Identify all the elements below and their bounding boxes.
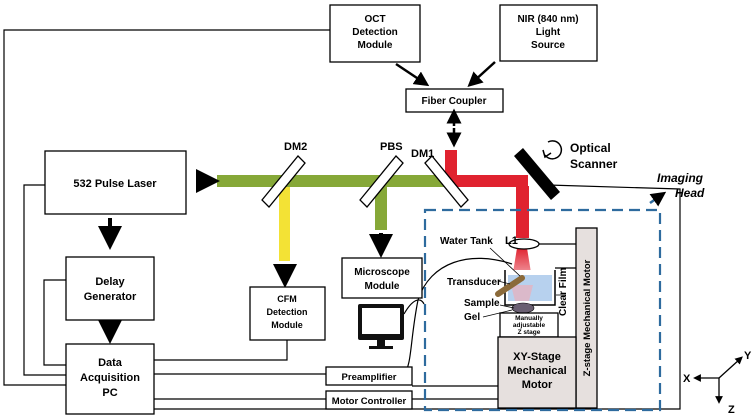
- microscope-label-1: Microscope: [354, 267, 410, 278]
- red-beam-down: [516, 186, 529, 238]
- scanner-rotation-arrowhead: [542, 149, 552, 159]
- daq-label-3: PC: [102, 387, 117, 399]
- lens-l1: [508, 238, 540, 250]
- beam-in-water: [511, 285, 533, 301]
- nir-label-3: Source: [531, 40, 565, 51]
- motor-controller-label: Motor Controller: [332, 396, 407, 407]
- manual-z-stage: [499, 312, 559, 338]
- cfm-label-3: Module: [271, 320, 303, 330]
- motor-controller: [325, 390, 413, 410]
- oct-label-1: OCT: [364, 14, 385, 25]
- oct-detection-module: [329, 4, 421, 63]
- dm1-label: DM1: [411, 148, 434, 160]
- oct-label-2: Detection: [352, 27, 398, 38]
- data-acquisition-pc: [65, 343, 155, 415]
- delay-generator: [65, 256, 155, 321]
- transducer-leader: [497, 280, 511, 285]
- daq-label-1: Data: [98, 357, 123, 369]
- xy-stage-motor: [497, 336, 577, 409]
- pbs-mirror: [359, 155, 404, 208]
- sample-label: Sample: [464, 298, 500, 309]
- green-beam-down: [375, 187, 387, 230]
- coordinate-axes: [693, 356, 743, 404]
- signal-wires: [3, 29, 681, 410]
- xy-label-2: Mechanical: [507, 365, 566, 377]
- dm2-mirror: [261, 155, 306, 208]
- pbs-label: PBS: [380, 141, 403, 153]
- z-motor-label: Z-stage Mechanical Motor: [582, 259, 593, 376]
- red-beam-horizontal: [452, 175, 528, 187]
- axis-z-label: Z: [728, 404, 735, 416]
- axis-y-label: Y: [744, 350, 752, 362]
- delay-label-1: Delay: [95, 276, 125, 288]
- wire-pc-to-imaging-head: [154, 184, 681, 410]
- wire-monitor-cable: [403, 299, 425, 315]
- manual-stage-label-2: adjustable: [513, 322, 546, 329]
- manual-stage-label-3: Z stage: [518, 329, 541, 336]
- wire-laser-to-pc: [23, 184, 66, 376]
- optical-scanner-label-2: Scanner: [570, 157, 618, 171]
- optical-scanner-mirror: [514, 148, 560, 200]
- fiber-coupler-label: Fiber Coupler: [421, 96, 486, 107]
- imaging-head-boundary: [423, 208, 662, 412]
- axis-x-label: X: [683, 373, 691, 385]
- yellow-beam: [279, 187, 290, 261]
- arrow-oct-to-coupler: [395, 62, 430, 87]
- sample: [511, 302, 535, 314]
- daq-label-2: Acquisition: [80, 372, 140, 384]
- preamplifier: [325, 366, 413, 386]
- l1-label: L1: [505, 235, 518, 247]
- clear-film-label: Clear Film: [558, 268, 569, 316]
- monitor-icon: [358, 304, 404, 349]
- pulse-laser: [44, 150, 187, 215]
- manual-stage-label-1: Manually: [515, 315, 543, 322]
- z-stage-motor: [575, 227, 598, 409]
- imaging-head-label-1: Imaging: [657, 171, 704, 185]
- wire-oct-to-pc: [3, 29, 330, 386]
- dm2-label: DM2: [284, 141, 307, 153]
- cfm-detection-module: [249, 286, 326, 341]
- transducer: [495, 275, 525, 297]
- oct-label-3: Module: [358, 40, 393, 51]
- water-tank-label: Water Tank: [440, 236, 493, 247]
- xy-label-1: XY-Stage: [513, 351, 561, 363]
- microscope-module: [341, 257, 423, 299]
- dm1-mirror: [424, 155, 469, 208]
- green-beam: [217, 175, 452, 187]
- cfm-label-1: CFM: [277, 294, 297, 304]
- water-tank-leader: [489, 247, 521, 277]
- transducer-label: Transducer: [447, 277, 501, 288]
- nir-label-1: NIR (840 nm): [517, 14, 578, 25]
- laser-label: 532 Pulse Laser: [73, 178, 157, 190]
- optical-scanner-label-1: Optical: [570, 141, 611, 155]
- gel-leader: [482, 309, 513, 318]
- microscope-label-2: Module: [365, 281, 400, 292]
- delay-label-2: Generator: [84, 291, 137, 303]
- nir-label-2: Light: [536, 27, 561, 38]
- nir-light-source: [499, 4, 598, 62]
- preamplifier-label: Preamplifier: [342, 372, 397, 383]
- wire-delay-to-pc: [43, 279, 66, 366]
- scanner-rotation-icon: [544, 140, 563, 160]
- wire-cfm-to-pc: [154, 340, 288, 361]
- gel-label: Gel: [464, 312, 480, 323]
- cfm-label-2: Detection: [266, 307, 307, 317]
- imaging-head-arrow: [649, 191, 667, 207]
- arrow-nir-to-coupler: [467, 61, 496, 88]
- imaging-head-label-2: Head: [675, 186, 705, 200]
- xy-label-3: Motor: [522, 379, 553, 391]
- sample-leader: [499, 304, 515, 309]
